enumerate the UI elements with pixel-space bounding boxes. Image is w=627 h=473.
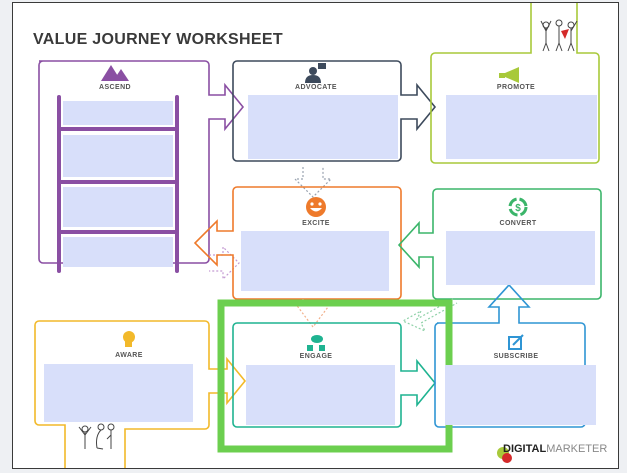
worksheet-sheet: VALUE JOURNEY WORKSHEET: [12, 2, 619, 469]
megaphone-icon: [499, 67, 519, 83]
edit-square-icon: [508, 334, 524, 350]
convert-field[interactable]: [446, 231, 595, 285]
stage-label-advocate: ADVOCATE: [295, 84, 337, 91]
stage-label-aware: AWARE: [115, 352, 143, 359]
stick-figures-top-icon: [540, 19, 578, 52]
head-lightbulb-icon: [123, 331, 135, 347]
journey-diagram: $: [34, 3, 602, 468]
stick-figures-bottom-icon: [78, 423, 115, 450]
logo-light-text: MARKETER: [546, 443, 608, 455]
advocate-field[interactable]: [248, 95, 398, 159]
ascend-field-2[interactable]: [63, 135, 173, 177]
aware-field[interactable]: [44, 364, 193, 422]
smiley-icon: [306, 197, 326, 217]
advocate-box: [232, 60, 437, 162]
ascend-field-4[interactable]: [63, 237, 173, 267]
excite-field[interactable]: [241, 231, 389, 291]
convert-to-engage-arrow: [401, 298, 458, 333]
stage-label-subscribe: SUBSCRIBE: [493, 353, 539, 360]
ascend-field-1[interactable]: [63, 101, 173, 125]
svg-text:$: $: [515, 203, 521, 214]
ladder: [57, 95, 179, 273]
ascend-box: [38, 60, 245, 264]
stage-label-promote: PROMOTE: [496, 84, 536, 91]
ascend-to-excite-arrow: [209, 245, 240, 281]
people-chat-icon: [307, 335, 325, 351]
aware-box: [34, 320, 247, 468]
gear-logo-icon: [497, 447, 512, 463]
stage-label-excite: EXCITE: [302, 220, 330, 227]
ascend-field-3[interactable]: [63, 187, 173, 227]
stage-label-convert: CONVERT: [499, 220, 537, 227]
stage-label-ascend: ASCEND: [99, 84, 131, 91]
promote-box: [430, 3, 600, 164]
person-speech-icon: [305, 63, 326, 83]
convert-box: [397, 188, 602, 300]
page-title: VALUE JOURNEY WORKSHEET: [33, 31, 283, 48]
mountains-icon: [101, 65, 129, 81]
subscribe-box: [434, 283, 586, 428]
logo-bold-text: DIGITAL: [503, 443, 547, 455]
promote-field[interactable]: [446, 95, 597, 159]
stage-label-engage: ENGAGE: [299, 353, 333, 360]
engage-box: [232, 322, 437, 428]
dollar-cycle-icon: $: [508, 197, 528, 217]
excite-box: [193, 186, 402, 300]
subscribe-field[interactable]: [445, 365, 596, 425]
engage-field[interactable]: [246, 365, 395, 425]
advocate-to-excite-arrow: [293, 167, 333, 198]
